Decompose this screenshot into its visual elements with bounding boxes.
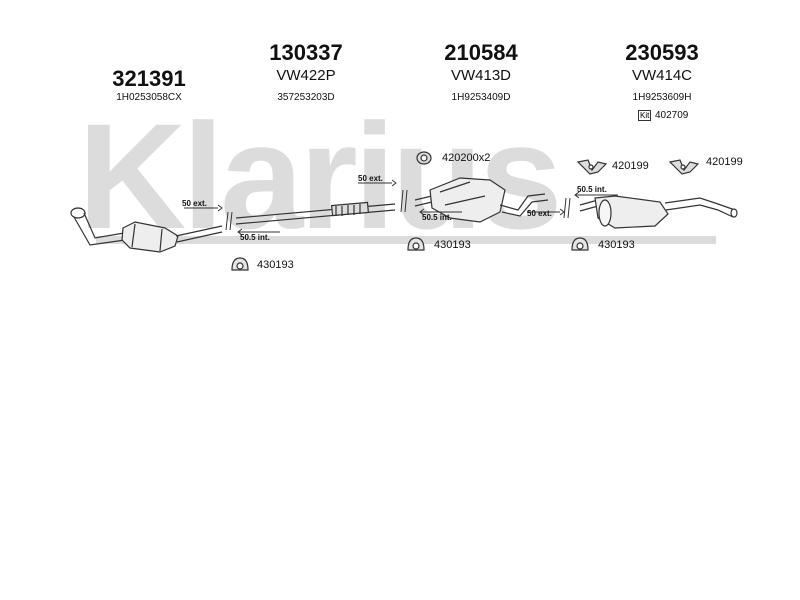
clamp-label-420200: 420200x2 [442,152,491,164]
centre-silencer-210584 [414,177,549,223]
hanger-label-430193-c: 430193 [598,239,635,251]
kit-number: 402709 [655,110,689,121]
dimension-label: 50 ext. [527,209,552,218]
part-ref-2: 357253203D [277,92,335,103]
dimension-label: 50.5 int. [422,213,452,222]
part-number-3: 210584 [444,40,518,65]
bracket-420199-a [576,159,608,175]
bracket-label-420199-a: 420199 [612,160,649,172]
dimension-label: 50 ext. [182,199,207,208]
hanger-label-430193-b: 430193 [434,239,471,251]
hanger-label-430193-a: 430193 [257,259,294,271]
part-number-4: 230593 [625,40,699,65]
part-ref-3: 1H9253409D [451,92,511,103]
part-number-2: 130337 [269,40,343,65]
hanger-430193-a [231,257,249,271]
front-pipe-321391 [70,207,223,253]
part-code-3: VW413D [450,67,512,84]
middle-pipe-130337 [235,201,396,225]
rear-silencer-230593 [579,195,738,229]
clamp-420200 [416,151,432,165]
part-code-4: VW414C [631,67,693,84]
part-ref-4: 1H9253609H [632,92,692,103]
dimension-label: 50 ext. [358,174,383,183]
part-number-1: 321391 [112,66,186,91]
part-code-2: VW422P [276,67,336,84]
hanger-430193-c [571,237,589,251]
kit-badge: Kit [638,110,652,121]
part-ref-1: 1H0253058CX [116,92,182,103]
dimension-label: 50.5 int. [240,233,270,242]
bracket-420199-b [668,159,700,175]
dimension-label: 50.5 int. [577,185,607,194]
hanger-430193-b [407,237,425,251]
bracket-label-420199-b: 420199 [706,156,743,168]
